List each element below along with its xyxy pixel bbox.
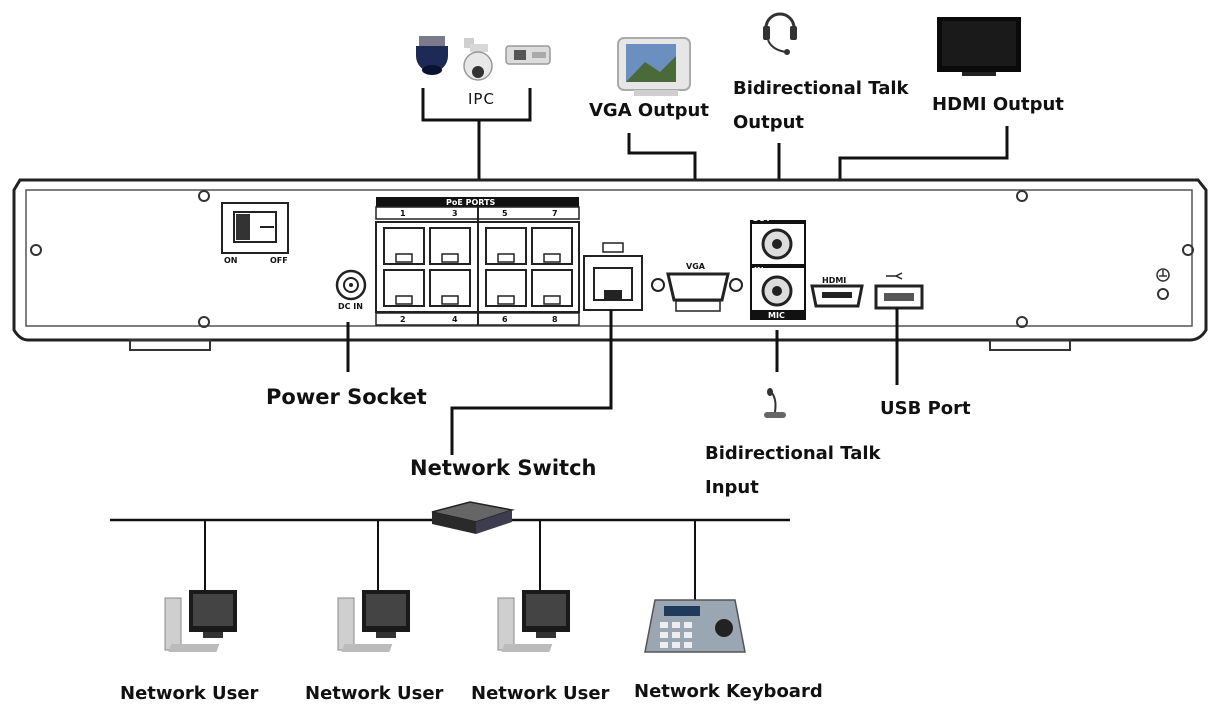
dc-in-socket [335,269,367,301]
tv-icon [937,17,1021,76]
camera-dome-icon [416,36,448,75]
poe-jack [429,269,471,307]
poe-bottom-4: 4 [452,315,458,324]
computer-icon [164,590,237,652]
ipc-label: IPC [468,90,495,108]
lan-port [583,242,643,311]
switch-on-label: ON [224,256,238,265]
poe-top-1: 1 [400,209,406,218]
poe-bottom-2: 2 [400,315,406,324]
vga-port-label: VGA [686,262,705,271]
ground-icon [1156,268,1170,282]
network-switch-label: Network Switch [410,456,597,480]
poe-bottom-8: 8 [552,315,558,324]
camera-bullet-icon [505,45,551,65]
network-keyboard-label: Network Keyboard [634,681,823,702]
hdmi-logo-label: HDMI [822,276,847,285]
headset-icon [763,12,797,55]
poe-jack-grid [383,227,573,307]
talk-output-label: Bidirectional Talk Output [733,72,908,140]
vga-port [651,272,743,312]
poe-top-7: 7 [552,209,558,218]
talk-input-line-2: Input [705,477,759,498]
vga-output-label: VGA Output [589,100,709,121]
poe-top-3: 3 [452,209,458,218]
hdmi-port [810,284,864,308]
usb-port [874,272,924,310]
switch-off-label: OFF [270,256,288,265]
power-switch [221,202,289,254]
mic-label: MIC [768,311,785,320]
computer-icon [337,590,410,652]
power-socket-label: Power Socket [266,385,427,409]
monitor-crt-icon [617,37,691,96]
usb-port-label: USB Port [880,398,971,419]
in-label: IN [754,266,764,275]
poe-jack [485,269,527,307]
talk-input-label: Bidirectional Talk Input [705,437,880,505]
hdmi-output-label: HDMI Output [932,94,1064,115]
talk-output-line-1: Bidirectional Talk [733,78,909,99]
camera-speed-dome-icon [463,38,493,81]
microphone-icon [764,388,786,418]
network-user-label-3: Network User [471,683,610,704]
poe-jack [429,227,471,265]
talk-output-line-2: Output [733,112,805,133]
poe-top-5: 5 [502,209,508,218]
out-label: OUT [752,214,771,223]
talk-input-line-1: Bidirectional Talk [705,443,881,464]
poe-bottom-6: 6 [502,315,508,324]
poe-jack [531,227,573,265]
audio-ports [750,220,806,320]
computer-icon [497,590,570,652]
poe-jack [531,269,573,307]
poe-jack [383,227,425,265]
network-user-label-2: Network User [305,683,444,704]
switch-icon [431,501,515,534]
poe-jack [485,227,527,265]
keyboard-icon [644,599,746,653]
poe-jack [383,269,425,307]
network-user-label-1: Network User [120,683,259,704]
poe-title: PoE PORTS [446,198,496,207]
dc-in-label: DC IN [338,302,363,311]
